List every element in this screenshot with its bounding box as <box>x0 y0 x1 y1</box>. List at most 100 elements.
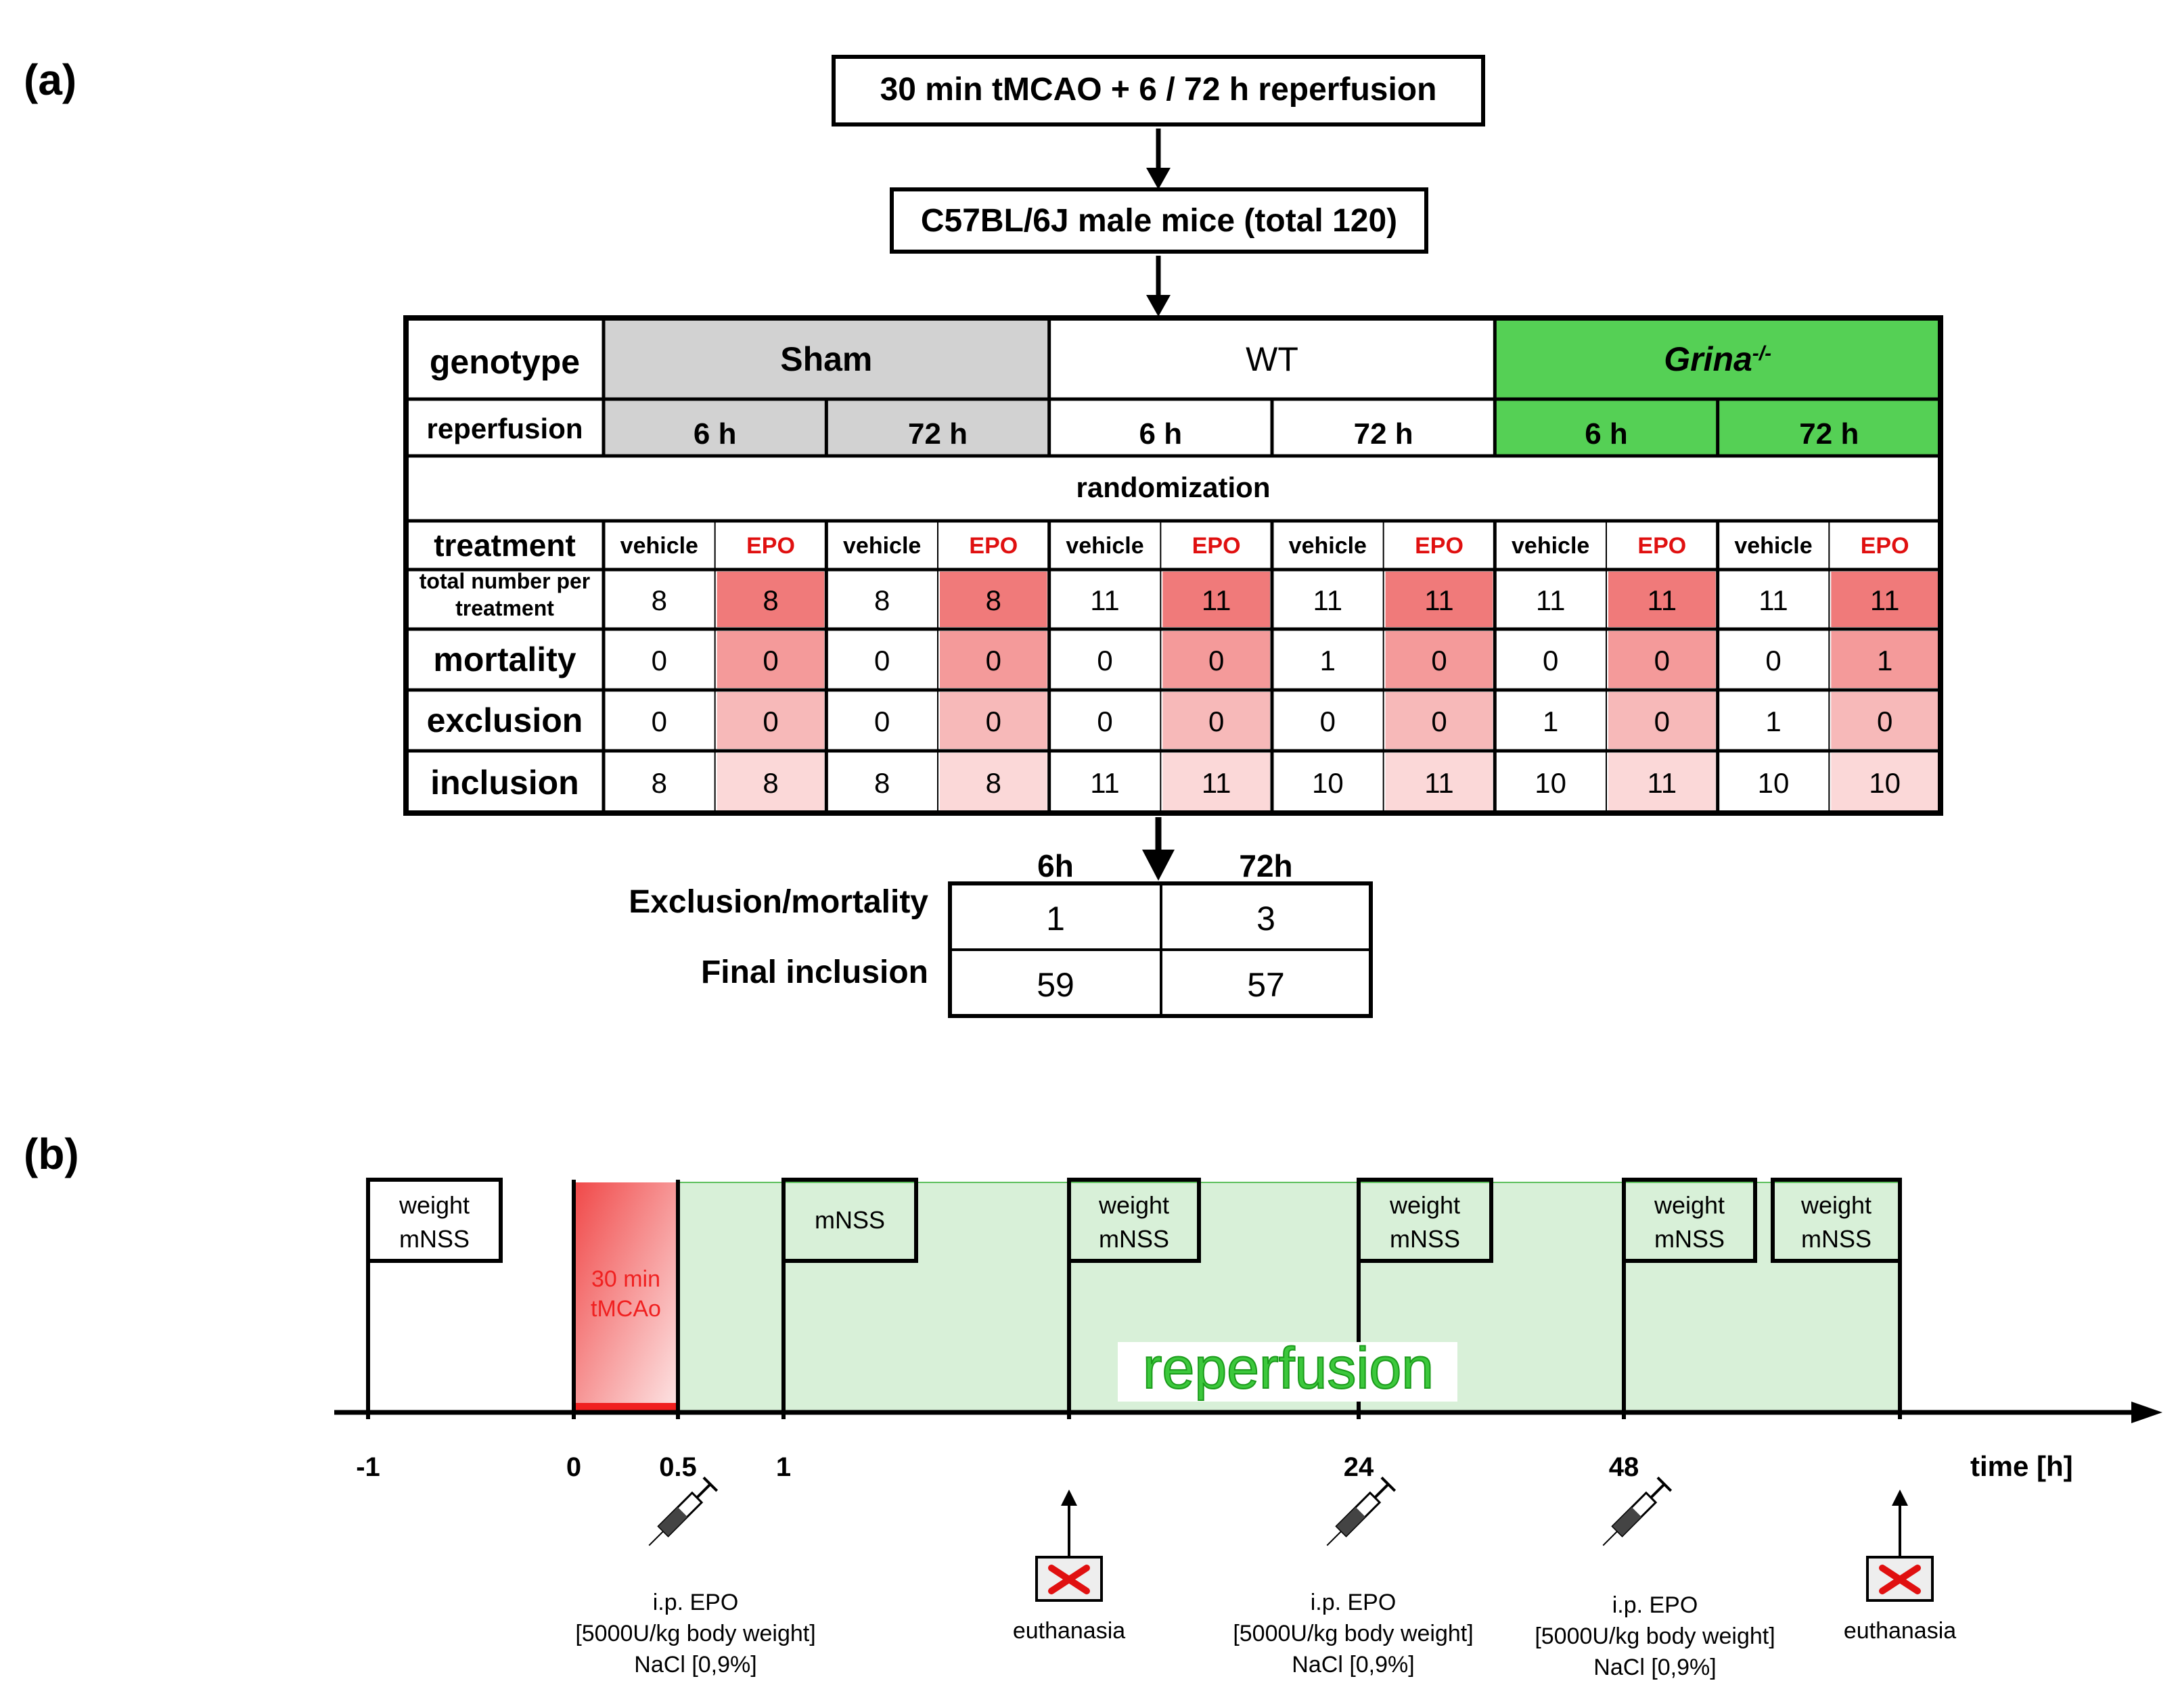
epo-cell-exclusion <box>717 692 825 749</box>
cell-mortality: 0 <box>1654 645 1670 676</box>
epo-cell-total <box>717 572 825 627</box>
syringe-fluid <box>1336 1507 1365 1536</box>
syringe-icon <box>648 1476 719 1546</box>
cell-exclusion: 0 <box>1877 706 1892 737</box>
cell-inclusion: 8 <box>874 767 890 799</box>
epo-cell-exclusion <box>1162 692 1270 749</box>
treatment-label: vehicle <box>620 533 698 559</box>
cell-exclusion: 0 <box>1654 706 1670 737</box>
injection-text: i.p. EPO <box>1311 1590 1397 1615</box>
treatment-label: EPO <box>969 533 1018 559</box>
syringe-needle <box>1602 1530 1618 1546</box>
assessment-box-text: mNSS <box>1390 1225 1460 1253</box>
cell-total: 11 <box>1202 584 1231 616</box>
occlusion-label-2: tMCAo <box>591 1296 661 1322</box>
epo-cell-exclusion <box>940 692 1047 749</box>
cell-exclusion: 1 <box>1543 706 1558 737</box>
assessment-box <box>781 1178 918 1263</box>
arrow-1 <box>1146 129 1171 189</box>
assessment-box <box>1067 1178 1201 1263</box>
syringe-fluid <box>1612 1507 1641 1536</box>
row-label-inclusion: inclusion <box>430 764 578 802</box>
cross-icon <box>1879 1565 1921 1594</box>
euthanasia-label: euthanasia <box>1013 1618 1125 1644</box>
tick-label: 1 <box>776 1452 791 1482</box>
cell-mortality: 0 <box>1431 645 1447 676</box>
cell-mortality: 1 <box>1320 645 1336 676</box>
cell-exclusion: 0 <box>763 706 778 737</box>
treatment-label: vehicle <box>1512 533 1589 559</box>
cell-inclusion: 10 <box>1312 767 1344 799</box>
occlusion-label: 30 min <box>591 1266 660 1292</box>
cell-total: 11 <box>1759 584 1788 616</box>
cell-inclusion: 11 <box>1202 767 1231 799</box>
cell-mortality: 0 <box>652 645 667 676</box>
cell-inclusion: 11 <box>1648 767 1677 799</box>
assessment-box-text: weight <box>399 1191 470 1219</box>
cell-inclusion: 10 <box>1758 767 1790 799</box>
epo-cell-mortality <box>1608 631 1716 688</box>
syringe-plunger <box>1650 1483 1666 1499</box>
treatment-label: EPO <box>746 533 795 559</box>
assessment-box-text: weight <box>1800 1191 1871 1219</box>
assessment-box-text: mNSS <box>815 1206 885 1234</box>
cell-total: 8 <box>986 584 1001 616</box>
occlusion-block <box>574 1182 678 1412</box>
epo-cell-inclusion <box>1831 753 1938 811</box>
cell-total: 8 <box>763 584 778 616</box>
syringe-fluid <box>658 1507 687 1536</box>
assessment-box-text: weight <box>1389 1191 1460 1219</box>
injection-text: [5000U/kg body weight] <box>1233 1621 1473 1646</box>
tick-label: 0.5 <box>659 1452 697 1482</box>
summary-value: 1 <box>1046 900 1065 938</box>
assessment-box <box>1771 1178 1902 1263</box>
assessment-box-text: mNSS <box>1801 1225 1871 1253</box>
cell-inclusion: 8 <box>763 767 778 799</box>
treatment-label: vehicle <box>1066 533 1143 559</box>
cell-mortality: 0 <box>986 645 1001 676</box>
treatment-label: EPO <box>1861 533 1909 559</box>
tick-label: 48 <box>1609 1452 1639 1482</box>
time-axis-arrowhead <box>2131 1402 2162 1423</box>
row-label-exclusion: exclusion <box>427 701 583 739</box>
epo-cell-total <box>1162 572 1270 627</box>
arrow-2 <box>1146 256 1171 317</box>
treatment-label: EPO <box>1192 533 1241 559</box>
epo-cell-mortality <box>717 631 825 688</box>
cell-exclusion: 0 <box>652 706 667 737</box>
syringe-icon <box>1326 1476 1397 1546</box>
summary-value: 3 <box>1256 900 1275 938</box>
syringe-needle <box>648 1530 664 1546</box>
assessment-box-text: weight <box>1654 1191 1725 1219</box>
epo-cell-mortality <box>1385 631 1493 688</box>
cell-mortality: 0 <box>1097 645 1112 676</box>
treatment-label: vehicle <box>1289 533 1367 559</box>
cell-exclusion: 0 <box>986 706 1001 737</box>
mice-box: C57BL/6J male mice (total 120) <box>890 187 1428 254</box>
epo-cell-inclusion <box>1608 753 1716 811</box>
cell-mortality: 0 <box>1208 645 1224 676</box>
cell-exclusion: 1 <box>1765 706 1781 737</box>
epo-cell-inclusion <box>717 753 825 811</box>
injection-text: i.p. EPO <box>653 1590 739 1615</box>
cell-inclusion: 10 <box>1869 767 1901 799</box>
epo-cell-mortality <box>1831 631 1938 688</box>
tick-label: 24 <box>1344 1452 1374 1482</box>
epo-cell-total <box>940 572 1047 627</box>
syringe-icon <box>1602 1476 1673 1546</box>
epo-cell-inclusion <box>1162 753 1270 811</box>
injection-text: NaCl [0,9%] <box>634 1652 756 1678</box>
randomization-label: randomization <box>1076 471 1270 503</box>
top-box: 30 min tMCAO + 6 / 72 h reperfusion <box>832 55 1485 126</box>
cell-inclusion: 8 <box>652 767 667 799</box>
injection-text: i.p. EPO <box>1612 1592 1698 1618</box>
epo-cell-mortality <box>1162 631 1270 688</box>
cell-inclusion: 8 <box>986 767 1001 799</box>
syringe-plunger-cap <box>1656 1476 1673 1492</box>
cell-total: 11 <box>1090 584 1120 616</box>
timeline: 30 mintMCAoreperfusionweightmNSSmNSSweig… <box>334 1178 2162 1680</box>
epo-cell-mortality <box>940 631 1047 688</box>
treatment-label: vehicle <box>843 533 921 559</box>
